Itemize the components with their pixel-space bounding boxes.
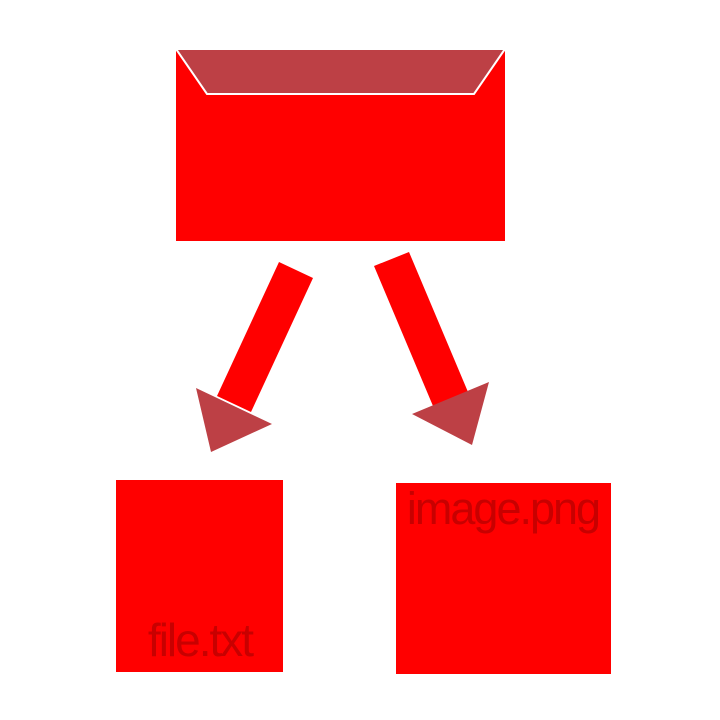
file-txt-label: file.txt	[148, 614, 254, 666]
arrow-right-shaft	[374, 252, 468, 406]
file-txt-box	[116, 480, 283, 672]
arrow-left-head	[196, 388, 272, 452]
arrow-down-right-icon	[374, 252, 489, 445]
envelope-flap	[174, 48, 507, 95]
envelope-icon	[174, 48, 507, 241]
arrow-down-left-icon	[196, 262, 313, 452]
image-png-icon: image.png	[396, 483, 611, 674]
arrow-right-head	[412, 382, 489, 445]
image-png-label: image.png	[407, 483, 599, 534]
file-txt-icon: file.txt	[116, 480, 283, 672]
arrow-left-shaft	[217, 262, 313, 412]
image-png-box	[396, 483, 611, 674]
